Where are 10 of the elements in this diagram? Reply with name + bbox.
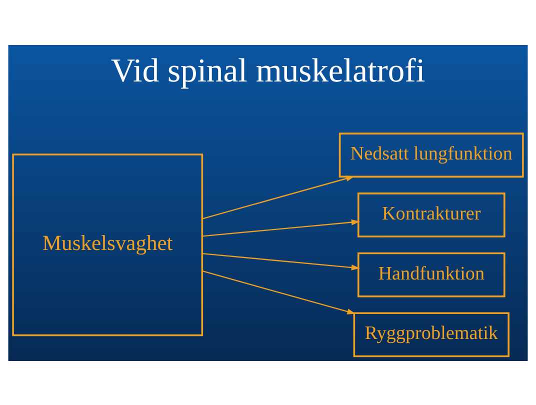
node-box: Muskelsvaghet [12, 153, 204, 336]
arrow [202, 175, 355, 219]
arrow [202, 270, 356, 314]
node-box: Ryggproblematik [353, 312, 510, 357]
node-box: Nedsatt lungfunktion [338, 132, 524, 178]
diagram-title: Vid spinal muskelatrofi [110, 52, 426, 89]
arrow [202, 252, 360, 270]
arrow [202, 218, 360, 236]
node-box: Kontrakturer [357, 192, 506, 237]
node-box: Handfunktion [357, 252, 506, 297]
